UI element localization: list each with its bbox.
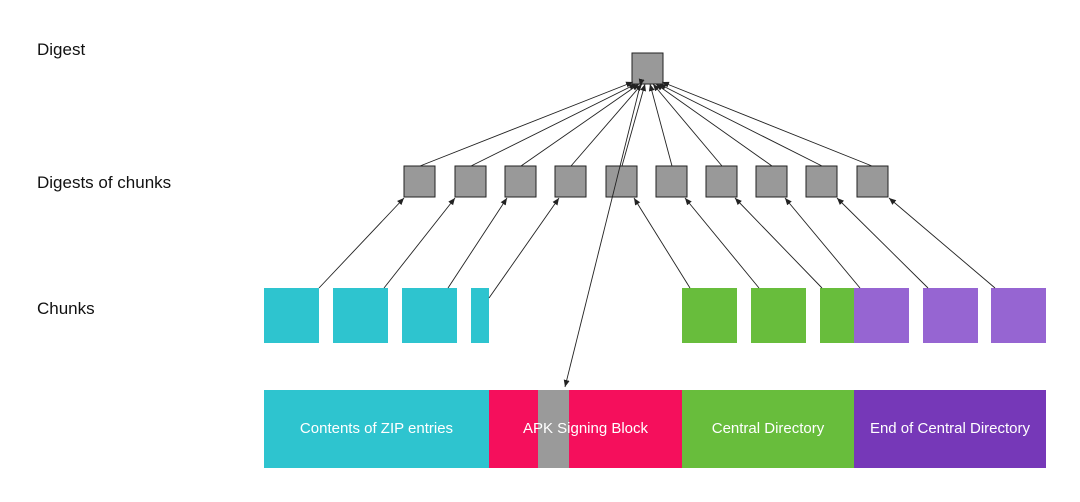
central-directory-label: Central Directory bbox=[711, 420, 825, 437]
chunk-digest-box bbox=[856, 165, 889, 198]
digest-to-top-arrows bbox=[419, 81, 873, 167]
chunk bbox=[820, 288, 854, 343]
arrow bbox=[652, 83, 723, 167]
chunk-digest-box bbox=[554, 165, 587, 198]
chunk-digest-box bbox=[805, 165, 838, 198]
signing-block-digest-area bbox=[538, 390, 569, 468]
arrow bbox=[648, 83, 673, 167]
chunk-digest-box bbox=[454, 165, 487, 198]
chunk bbox=[682, 288, 737, 343]
chunk-digest-box bbox=[655, 165, 688, 198]
arrow bbox=[318, 197, 405, 289]
arrow bbox=[470, 83, 637, 167]
end-of-central-directory-segment bbox=[854, 390, 1046, 468]
arrow bbox=[684, 197, 760, 289]
chunks-row-label: Chunks bbox=[37, 299, 95, 318]
arrow bbox=[520, 83, 640, 167]
arrow bbox=[661, 81, 873, 167]
chunk-digest-box bbox=[705, 165, 738, 198]
chunk bbox=[854, 288, 909, 343]
arrow bbox=[447, 197, 508, 289]
chunks-row bbox=[264, 288, 1046, 343]
chunk-digest-box bbox=[605, 165, 638, 198]
chunk-to-digest-arrows bbox=[318, 197, 996, 299]
arrow bbox=[658, 83, 823, 167]
signing-block-digest-arrow bbox=[563, 78, 645, 388]
chunk bbox=[264, 288, 319, 343]
contents-of-zip-entries-label: Contents of ZIP entries bbox=[299, 420, 454, 437]
arrow bbox=[655, 83, 773, 167]
arrow bbox=[383, 197, 456, 289]
chunk bbox=[471, 288, 489, 343]
chunk bbox=[991, 288, 1046, 343]
chunk bbox=[751, 288, 806, 343]
chunk bbox=[923, 288, 978, 343]
chunk-digest-box bbox=[755, 165, 788, 198]
chunk bbox=[402, 288, 457, 343]
apk-signing-block-segment bbox=[489, 390, 682, 468]
chunk bbox=[333, 288, 388, 343]
arrow bbox=[621, 83, 646, 167]
arrow bbox=[570, 83, 643, 167]
chunk-digests-row bbox=[403, 165, 889, 198]
arrow bbox=[784, 197, 861, 289]
arrow bbox=[419, 81, 634, 167]
file-layout-bar bbox=[264, 390, 1046, 468]
arrow bbox=[734, 197, 823, 289]
arrow bbox=[888, 197, 996, 289]
top-digest-box bbox=[631, 52, 664, 85]
contents-of-zip-entries-segment bbox=[264, 390, 489, 468]
digest-row-label: Digest bbox=[37, 40, 86, 59]
central-directory-segment bbox=[682, 390, 854, 468]
arrow bbox=[633, 197, 691, 289]
chunk-digest-box bbox=[504, 165, 537, 198]
end-of-central-directory-label: End of Central Directory bbox=[869, 420, 1031, 437]
arrow bbox=[488, 197, 560, 299]
digests-of-chunks-row-label: Digests of chunks bbox=[37, 173, 172, 192]
arrow bbox=[836, 197, 929, 289]
apk-signing-block-label: APK Signing Block bbox=[522, 420, 649, 437]
chunk-digest-box bbox=[403, 165, 436, 198]
